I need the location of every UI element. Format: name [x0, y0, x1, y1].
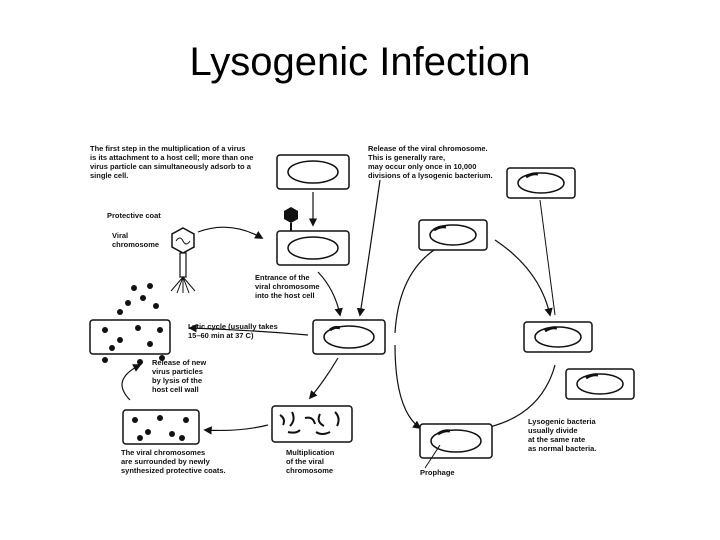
- label-release-particles-line: Release of new: [152, 358, 206, 367]
- label-first-step-line: virus particle can simultaneously adsorb…: [90, 162, 252, 171]
- label-prophage-line: Prophage: [420, 468, 455, 477]
- label-first-step: The first step in the multiplication of …: [90, 144, 253, 180]
- label-lysogenic-divide-line: usually divide: [528, 426, 578, 435]
- arrow-to-multiplication: [308, 357, 339, 400]
- label-multiplication-line: chromosome: [286, 466, 333, 475]
- arrow-divide: [539, 199, 556, 316]
- infected-cell: [276, 207, 350, 266]
- label-release-chromosome-line: This is generally rare,: [368, 153, 445, 162]
- label-first-step-line: single cell.: [90, 171, 128, 180]
- arrow-lysogenic-right: [494, 239, 553, 317]
- lysogenic-cell-4: [565, 368, 635, 400]
- bacteriophage-icon: [170, 227, 196, 294]
- phage-head-icon: [284, 207, 298, 223]
- label-viral-chromosome-line: chromosome: [112, 240, 159, 249]
- label-lytic-cycle-line: Lytic cycle (usually takes: [188, 322, 278, 331]
- label-release-chromosome-line: may occur only once in 10,000: [368, 162, 476, 171]
- arrow-release: [121, 364, 142, 401]
- prophage-cell: [419, 423, 493, 459]
- label-surrounded-line: synthesized protective coats.: [121, 466, 226, 475]
- arrow-to-lytic: [188, 324, 309, 336]
- label-release-chromosome-line: divisions of a lysogenic bacterium.: [368, 171, 493, 180]
- label-viral-chromosome-line: Viral: [112, 231, 128, 240]
- label-release-chromosome: Release of the viral chromosome.This is …: [368, 144, 493, 180]
- multiplication-cell: [271, 405, 353, 443]
- label-multiplication-line: Multiplication: [286, 448, 335, 457]
- lysogenic-cell-3: [523, 321, 593, 353]
- label-release-particles-line: host cell wall: [152, 385, 199, 394]
- label-surrounded-line: The viral chromosomes: [121, 448, 205, 457]
- label-entrance-line: into the host cell: [255, 291, 315, 300]
- label-lysogenic-divide-line: Lysogenic bacteria: [528, 417, 596, 426]
- label-release-particles-line: virus particles: [152, 367, 203, 376]
- label-release-particles-line: by lysis of the: [152, 376, 202, 385]
- label-multiplication-line: of the viral: [286, 457, 324, 466]
- lysogenic-cell-2: [506, 167, 576, 199]
- prophage-pointer: [424, 444, 441, 469]
- label-protective-coat-line: Protective coat: [107, 211, 161, 220]
- arrow-release-chromosome: [356, 179, 381, 317]
- lysogenic-cell-1: [418, 219, 488, 251]
- lysed-cell: [89, 283, 171, 365]
- arrow-entrance: [317, 271, 343, 317]
- label-protective-coat: Protective coat: [107, 211, 161, 220]
- label-lysogenic-divide-line: as normal bacteria.: [528, 444, 596, 453]
- label-first-step-line: The first step in the multiplication of …: [90, 144, 245, 153]
- label-release-chromosome-line: Release of the viral chromosome.: [368, 144, 488, 153]
- arrow-to-prophage: [394, 344, 422, 429]
- arrow-phage-to-cell: [197, 226, 264, 239]
- label-entrance-line: viral chromosome: [255, 282, 320, 291]
- label-lysogenic-divide-line: at the same rate: [528, 435, 585, 444]
- label-surrounded-line: are surrounded by newly: [121, 457, 211, 466]
- arrow-assembly: [203, 424, 269, 435]
- label-entrance-line: Entrance of the: [255, 273, 310, 282]
- host-cell-center: [312, 319, 386, 355]
- assembly-cell: [122, 409, 200, 445]
- label-prophage: Prophage: [420, 468, 455, 477]
- slide-title: Lysogenic Infection: [189, 40, 531, 84]
- label-lytic-cycle-line: 15–60 min at 37 C): [188, 331, 254, 340]
- host-cell-top: [276, 154, 350, 190]
- label-first-step-line: is its attachment to a host cell; more t…: [90, 153, 253, 162]
